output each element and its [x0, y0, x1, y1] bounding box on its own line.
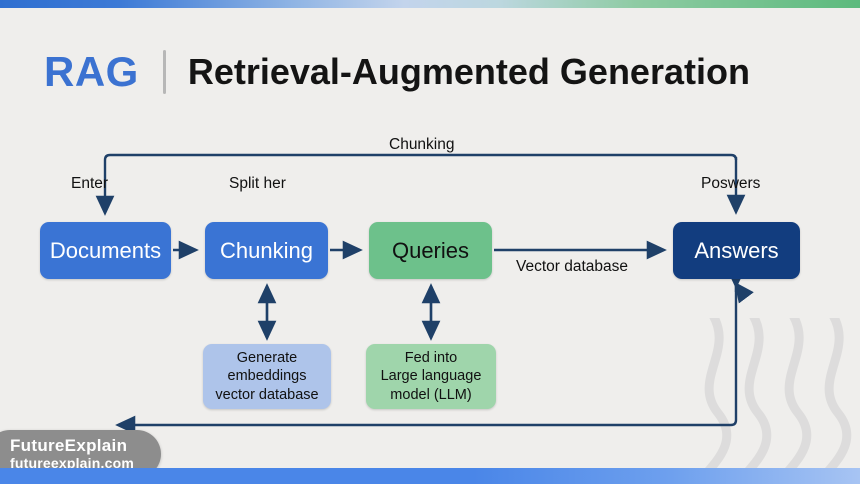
llm-line-2: Large language [380, 368, 482, 385]
edge-top-loop [103, 153, 731, 170]
llm-line-3: model (LLM) [390, 386, 472, 403]
edge-label-vector-database: Vector database [516, 258, 629, 275]
node-generate-embeddings[interactable]: Generate embeddings vector database [203, 344, 331, 409]
watermark-site: futureexplain.com [10, 454, 134, 471]
node-chunking-label: Chunking [220, 237, 313, 263]
edge-label-split: Split her [229, 175, 286, 192]
node-answers-label: Answers [694, 237, 779, 263]
embeddings-line-2: embeddings [227, 368, 307, 385]
edge-label-top-loop: Chunking [389, 136, 455, 153]
node-queries[interactable]: Queries [369, 222, 492, 279]
title-divider [162, 50, 166, 94]
bottom-bar [0, 468, 860, 484]
top-gradient-bar [0, 0, 860, 8]
edge-label-enter: Enter [71, 175, 109, 192]
node-generate-embeddings-label: Generate embeddings vector database [215, 349, 318, 404]
node-llm[interactable]: Fed into Large language model (LLM) [366, 344, 496, 409]
node-chunking[interactable]: Chunking [205, 222, 328, 279]
page-title: RAG Retrieval-Augmented Generation [44, 44, 750, 100]
embeddings-line-3: vector database [215, 386, 319, 403]
node-answers[interactable]: Answers [673, 222, 800, 279]
node-llm-label: Fed into Large language model (LLM) [381, 349, 482, 404]
llm-line-1: Fed into [404, 350, 458, 367]
edge-label-poswers: Poswers [701, 175, 761, 192]
edge-answers-up-arrow [734, 281, 754, 304]
embeddings-line-1: Generate [236, 350, 298, 367]
decorative-waves [704, 318, 852, 468]
node-documents[interactable]: Documents [40, 222, 171, 279]
edge-bottom-loop [122, 286, 738, 427]
watermark-brand: FutureExplain [10, 436, 128, 456]
rag-logo-text: RAG [44, 48, 139, 95]
title-text: Retrieval-Augmented Generation [187, 51, 750, 92]
node-documents-label: Documents [49, 237, 162, 263]
node-queries-label: Queries [391, 237, 470, 263]
